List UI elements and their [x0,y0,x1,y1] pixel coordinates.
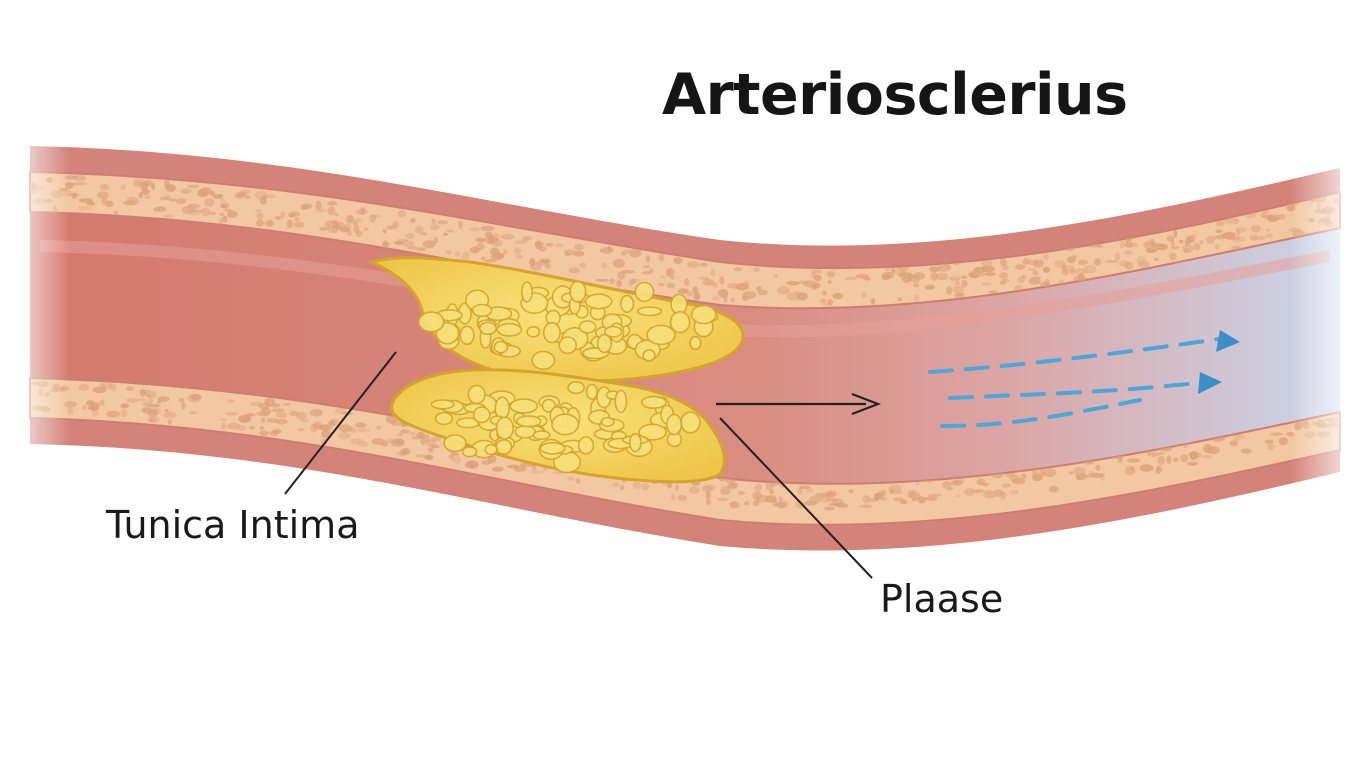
left-edge-fade [0,130,70,470]
tunica-intima-label: Tunica Intima [106,503,359,547]
plaque-label: Plaase [880,577,1003,621]
diagram-title: Arteriosclerius [662,62,1128,128]
right-edge-fade [1290,150,1365,490]
